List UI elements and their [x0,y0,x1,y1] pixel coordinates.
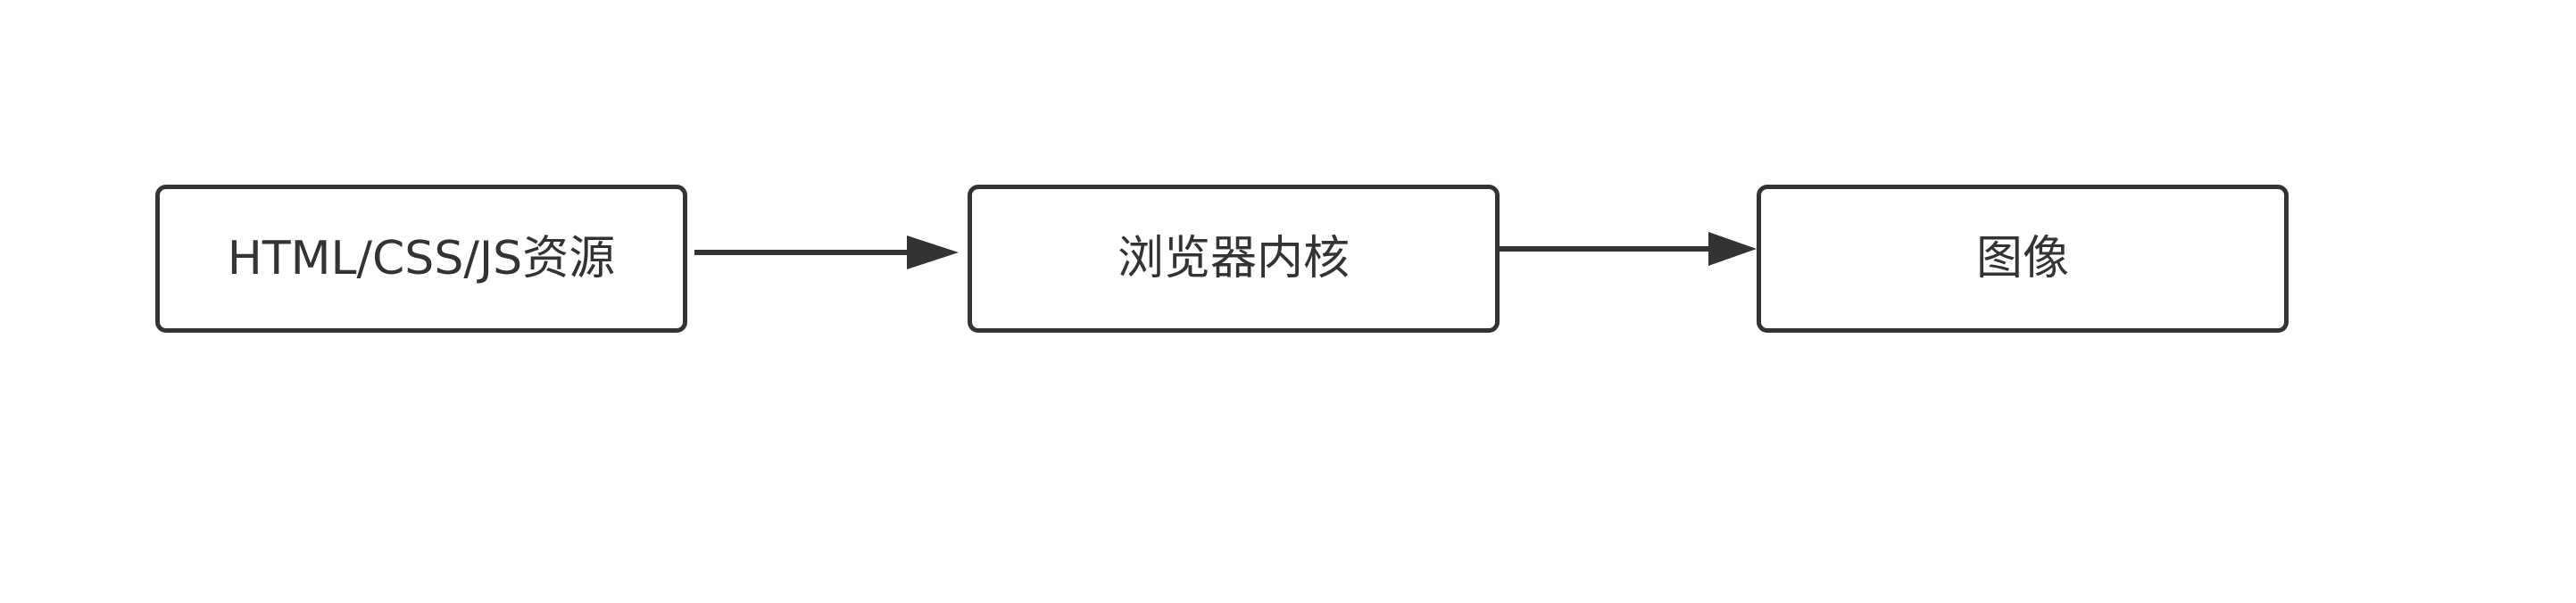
node-resources: HTML/CSS/JS资源 [155,185,687,333]
node-label: HTML/CSS/JS资源 [227,232,616,285]
edge-engine-to-image [1500,232,1757,266]
arrowhead-icon [907,235,959,269]
node-label: 图像 [1975,232,2069,285]
node-image: 图像 [1757,185,2289,333]
node-label: 浏览器内核 [1117,232,1350,285]
node-browser-engine: 浏览器内核 [968,185,1500,333]
edge-resources-to-engine [694,235,959,269]
arrowhead-icon [1708,232,1757,266]
